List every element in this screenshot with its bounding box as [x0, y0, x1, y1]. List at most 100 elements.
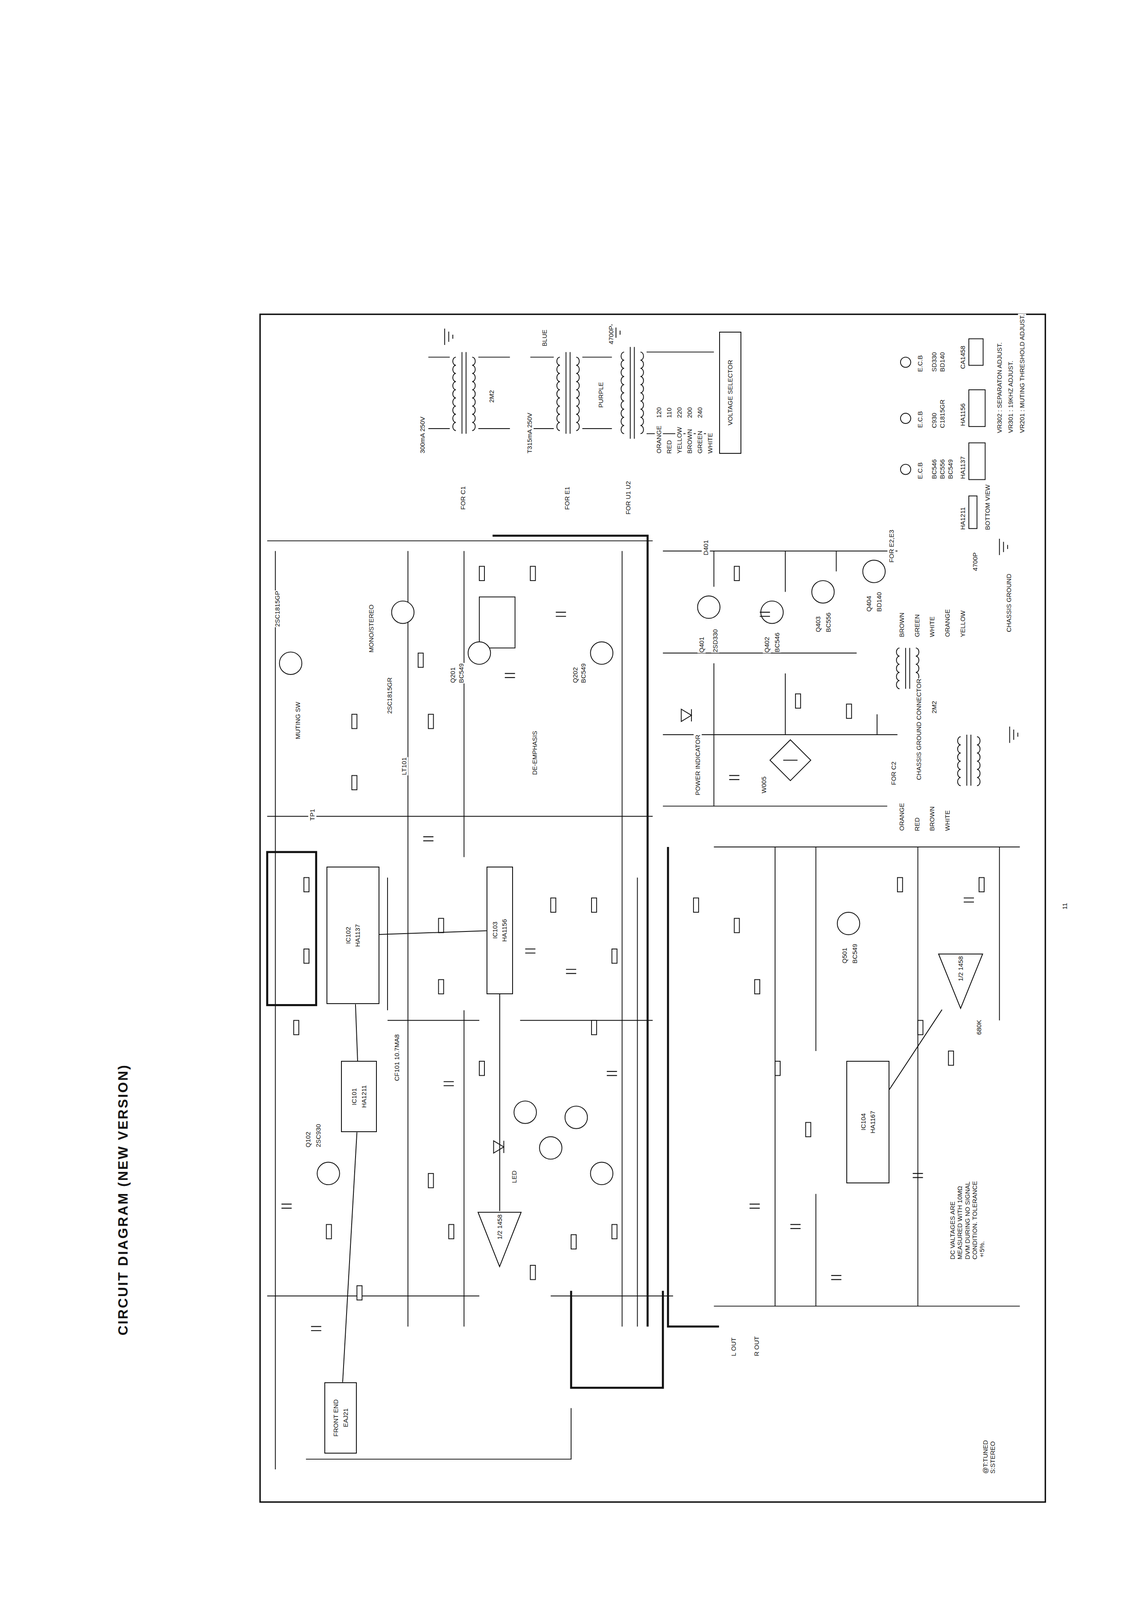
- ic-box: VOLTAGE SELECTOR: [719, 331, 742, 455]
- resistor-symbol: [303, 948, 309, 963]
- component-label: 220: [675, 406, 684, 419]
- signal-wire: [355, 1003, 358, 1061]
- resistor-symbol: [530, 1265, 536, 1280]
- ic-box: IC103HA1156: [486, 866, 514, 994]
- component-label: L OUT: [729, 1336, 738, 1357]
- wire: [646, 352, 715, 434]
- component-label: BD140: [938, 351, 947, 373]
- resistor-symbol: [438, 918, 444, 933]
- decoder-block: [479, 596, 516, 648]
- resistor-symbol: [734, 918, 740, 933]
- ic-box: IC104HA1167: [846, 1060, 890, 1184]
- wire: [387, 877, 388, 1011]
- resistor-symbol: [550, 897, 556, 912]
- resistor-symbol: [448, 1224, 454, 1239]
- wire: [621, 550, 623, 1327]
- component-label: GREEN: [695, 430, 704, 454]
- transistor-symbol: [862, 559, 886, 583]
- wire: [463, 550, 465, 857]
- component-label: BC546: [929, 458, 939, 480]
- component-label: WHITE: [943, 809, 952, 831]
- component-label: HA1137: [958, 455, 967, 480]
- bridge-rectifier: [769, 739, 811, 781]
- signal-wire: [499, 993, 501, 1211]
- node-text: HA1167: [868, 1110, 877, 1134]
- transformer-coil: [576, 357, 580, 431]
- thick-wire: [571, 1290, 663, 1388]
- wire: [407, 550, 409, 1327]
- component-label: 120: [654, 406, 663, 419]
- diagram-title: CIRCUIT DIAGRAM (NEW VERSION): [114, 1062, 132, 1336]
- component-label: BC546: [772, 632, 782, 653]
- component-label: Q401: [697, 636, 706, 653]
- transformer-coil: [472, 357, 476, 431]
- wire: [274, 550, 276, 1470]
- component-label: Q403: [813, 615, 823, 633]
- component-label: C930: [929, 412, 939, 429]
- component-label: Q102: [303, 1131, 312, 1148]
- transformer-coil: [976, 736, 980, 786]
- node-text: FRONT END: [332, 1399, 340, 1437]
- node-text: HA1211: [360, 1084, 368, 1108]
- wire: [267, 815, 653, 817]
- component-label: BC549: [850, 943, 859, 964]
- component-label: E.C.B: [915, 410, 925, 429]
- ic-box: FRONT ENDEAJ21: [324, 1381, 357, 1454]
- component-label: 200: [685, 406, 694, 419]
- resistor-symbol: [479, 1061, 485, 1076]
- transistor-outline: [900, 413, 911, 424]
- signal-wire: [889, 1009, 942, 1090]
- transistor-symbol: [513, 1100, 537, 1124]
- capacitor-symbol: [749, 1203, 760, 1209]
- component-label: WHITE: [705, 432, 715, 454]
- resistor-symbol: [805, 1122, 811, 1137]
- note-text: DC VALTAGES ARE MEASURED WITH 10MΩ DVM D…: [948, 1177, 986, 1260]
- transformer-core: [630, 346, 635, 439]
- component-label: 4700P: [606, 325, 616, 345]
- component-label: BC549: [579, 662, 588, 684]
- resistor-symbol: [428, 1173, 434, 1188]
- capacitor-symbol: [912, 1173, 924, 1178]
- transformer-coil: [452, 357, 456, 431]
- resistor-symbol: [428, 714, 434, 729]
- resistor-symbol: [326, 1224, 332, 1239]
- component-label: W005: [759, 775, 768, 794]
- transformer-coil: [640, 352, 644, 434]
- component-label: 680K: [974, 1019, 983, 1035]
- resistor-symbol: [612, 948, 618, 963]
- wire: [387, 1019, 480, 1021]
- node-text: IC101: [350, 1087, 358, 1105]
- capacitor-symbol: [729, 775, 740, 780]
- component-label: E.C.B: [915, 461, 925, 480]
- wire: [714, 846, 1021, 1306]
- component-label: 240: [695, 406, 704, 419]
- component-label: CA1458: [958, 345, 967, 370]
- component-label: BD140: [874, 591, 884, 613]
- ic-outline: [968, 442, 986, 480]
- node-text: IC104: [859, 1113, 867, 1131]
- component-label: CHASSIS GROUND: [1004, 573, 1013, 633]
- transistor-symbol: [317, 1162, 340, 1185]
- component-label: PURPLE: [596, 381, 605, 409]
- node-text: IC102: [344, 926, 352, 944]
- ic-box: IC102HA1137: [326, 866, 380, 1005]
- component-label: RED: [664, 439, 674, 455]
- component-label: ORANGE: [943, 608, 952, 638]
- component-label: SD330: [929, 351, 939, 373]
- component-label: TP1: [308, 808, 317, 822]
- component-label: HA1211: [958, 506, 967, 531]
- ic-outline: [968, 389, 986, 427]
- component-label: RED: [912, 816, 922, 832]
- capacitor-symbol: [443, 1081, 454, 1086]
- resistor-symbol: [530, 566, 536, 581]
- node-text: 1/2 1458: [495, 1214, 504, 1239]
- ic-box: IC101HA1211: [341, 1060, 377, 1132]
- component-label: ORANGE: [897, 802, 906, 831]
- component-label: 110: [664, 407, 674, 419]
- thick-outline: [267, 851, 317, 1006]
- note-text: VR302 : SEPARATON ADJUST.: [995, 341, 1004, 434]
- component-label: YELLOW: [675, 426, 684, 455]
- component-label: 300mA 250V: [418, 416, 427, 454]
- resistor-symbol: [754, 979, 760, 994]
